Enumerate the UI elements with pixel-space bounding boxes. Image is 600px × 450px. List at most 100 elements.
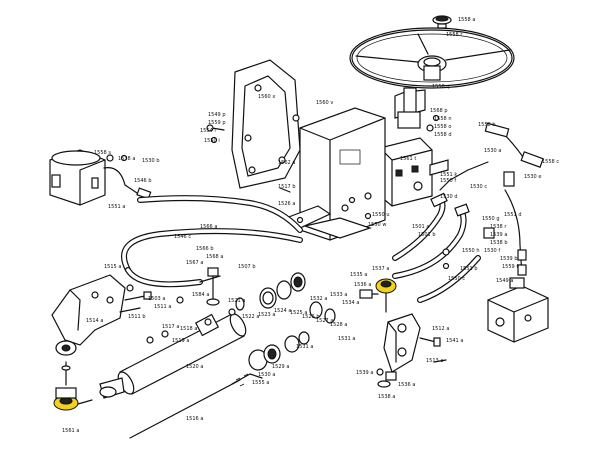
label-1559f: 1559 f	[502, 264, 518, 270]
filter-hose-fitting	[103, 154, 152, 200]
steering-column	[379, 87, 449, 207]
label-1539b: 1539 b	[500, 256, 518, 262]
label-1559p: 1559 p	[208, 120, 226, 126]
cylinder-fittings	[146, 267, 236, 344]
cylinder-mount-bracket	[51, 274, 126, 356]
label-1568a: 1568 a	[206, 254, 223, 260]
label-1566a: 1566 a	[200, 224, 217, 230]
label-1560v: 1560 v	[316, 100, 333, 106]
label-1567a: 1567 a	[186, 260, 203, 266]
label-1554l: 1554 l	[200, 128, 216, 134]
hydraulic-cylinder	[99, 313, 247, 399]
label-1558d: 1558 d	[434, 132, 452, 138]
label-1527a: 1527 a	[316, 318, 333, 324]
small-hardware	[206, 114, 450, 376]
label-1558c: 1558 c	[542, 159, 559, 165]
label-1550w: 1550 w	[368, 222, 386, 228]
part-labels: 1558 a 1558 r 1558 q 1560 x 1560 v 1568 …	[62, 17, 559, 434]
label-1532a: 1532 a	[310, 296, 327, 302]
label-1546b: 1546 b	[134, 178, 152, 184]
label-1555a: 1555 a	[252, 380, 269, 386]
label-1538a: 1538 a	[118, 156, 135, 162]
label-1550c: 1550 c	[448, 276, 465, 282]
label-1530e: 1530 e	[524, 174, 541, 180]
horn-cap	[432, 15, 452, 29]
label-1558a: 1558 a	[458, 17, 475, 23]
column-pedestal	[284, 107, 386, 241]
label-1546c: 1546 c	[174, 234, 191, 240]
label-1549a: 1549 a	[496, 278, 513, 284]
label-1550i: 1550 i	[204, 138, 220, 144]
label-1507b: 1507 b	[238, 264, 256, 270]
label-1551d: 1551 d	[504, 212, 522, 218]
steering-arm-bracket	[377, 313, 441, 388]
label-1550h: 1550 h	[462, 248, 479, 254]
label-1521a: 1521 a	[228, 298, 245, 304]
dash-panel	[231, 59, 301, 189]
label-1558r: 1558 r	[446, 32, 463, 38]
label-1530c: 1530 c	[470, 184, 487, 190]
label-1530d: 1530 d	[440, 194, 458, 200]
label-1533a: 1533 a	[330, 292, 347, 298]
label-1512a: 1512 a	[432, 326, 449, 332]
label-1566b: 1566 b	[196, 246, 214, 252]
ball-joint-left	[53, 361, 93, 411]
label-1511a: 1511 a	[154, 304, 171, 310]
label-1561a: 1561 a	[62, 428, 79, 434]
label-1568p: 1568 p	[430, 108, 448, 114]
label-1519a: 1519 a	[172, 338, 189, 344]
label-1530g: 1530 a	[258, 372, 275, 378]
ball-joint-right	[359, 278, 397, 313]
label-1531b: 1531 a	[338, 336, 355, 342]
label-1515a: 1515 a	[104, 264, 121, 270]
label-1558b: 1558 b	[478, 122, 496, 128]
label-1528a: 1528 a	[330, 322, 347, 328]
seal-rings	[235, 272, 336, 371]
label-1534a: 1534 a	[342, 300, 359, 306]
label-1536a: 1536 a	[354, 282, 371, 288]
label-1550g: 1550 g	[482, 216, 500, 222]
label-1516a: 1516 a	[186, 416, 203, 422]
label-1526a: 1526 a	[278, 201, 295, 207]
label-1538r: 1538 r	[490, 224, 507, 230]
label-1539a: 1539 a	[490, 232, 507, 238]
label-1530a: 1530 a	[484, 148, 501, 154]
mount-bolts	[119, 284, 152, 313]
label-1558s: 1558 s	[94, 150, 111, 156]
label-1535a: 1535 a	[350, 272, 367, 278]
label-1584a: 1584 a	[192, 292, 209, 298]
label-1525a: 1525 a	[290, 310, 307, 316]
label-1562a: 1562 a	[278, 160, 295, 166]
label-1503a: 1503 a	[148, 296, 165, 302]
label-1537a: 1537 a	[372, 266, 389, 272]
label-1518a: 1518 a	[180, 326, 197, 332]
piston-rod	[129, 373, 263, 439]
control-valve-block	[487, 277, 549, 343]
label-1531a: 1531 a	[296, 344, 313, 350]
label-1513a: 1513 a	[426, 358, 443, 364]
label-1520a: 1520 a	[186, 364, 203, 370]
label-1514a: 1514 a	[86, 318, 103, 324]
label-1522a: 1522 a	[242, 314, 259, 320]
label-1550u: 1550 u	[372, 212, 389, 218]
label-1558o: 1558 o	[434, 124, 451, 130]
label-1501a: 1501 a	[412, 224, 429, 230]
label-1551b: 1551 b	[460, 266, 478, 272]
label-1538b: 1538 b	[490, 240, 508, 246]
label-1524a: 1524 a	[274, 308, 291, 314]
label-1526b: 1526 b	[302, 314, 320, 320]
label-1511b: 1511 b	[128, 314, 146, 320]
pipe-fittings	[430, 122, 544, 276]
label-1529a: 1529 a	[272, 364, 289, 370]
label-1530b: 1530 b	[142, 158, 160, 164]
label-1551a: 1551 a	[108, 204, 125, 210]
label-1549p: 1549 p	[208, 112, 226, 118]
label-1550f: 1550 f	[440, 178, 456, 184]
label-1530f: 1530 f	[484, 248, 500, 254]
label-1558n: 1558 n	[434, 116, 451, 122]
label-1558q: 1558 q	[432, 84, 450, 90]
label-1538c: 1538 a	[378, 394, 395, 400]
label-1561t: 1561 t	[400, 156, 416, 162]
label-1517b: 1517 b	[278, 184, 296, 190]
